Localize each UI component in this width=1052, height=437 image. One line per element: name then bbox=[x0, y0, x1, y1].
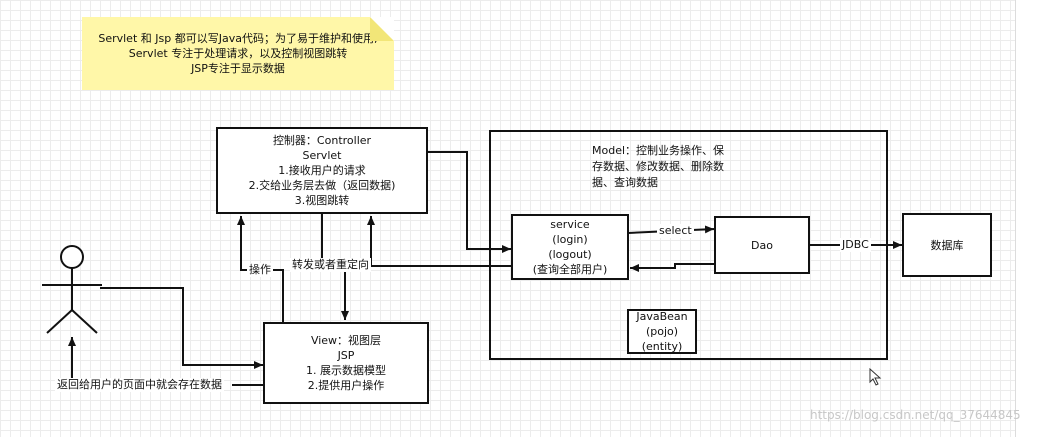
select-label: select bbox=[657, 224, 694, 238]
note-line-3: JSP专注于显示数据 bbox=[191, 62, 285, 75]
user-actor-icon bbox=[42, 245, 102, 334]
watermark: https://blog.csdn.net/qq_37644845 bbox=[810, 408, 1021, 422]
controller-line-1: 控制器：Controller bbox=[272, 134, 372, 147]
jdbc-label: JDBC bbox=[840, 238, 871, 252]
model-title-line-2: 存数据、修改数据、删除数 bbox=[592, 160, 724, 173]
controller-box: 控制器：Controller Servlet 1.接收用户的请求 2.交给业务层… bbox=[216, 127, 428, 214]
return-label: 返回给用户的页面中就会存在数据 bbox=[55, 378, 224, 392]
javabean-line-3: (entity) bbox=[641, 340, 683, 353]
model-title: Model：控制业务操作、保 存数据、修改数据、删除数 据、查询数据 bbox=[592, 143, 752, 191]
view-line-3: 1. 展示数据模型 bbox=[306, 364, 386, 377]
service-line-1: service bbox=[550, 218, 590, 231]
operate-label: 操作 bbox=[247, 263, 273, 277]
controller-line-5: 3.视图跳转 bbox=[294, 194, 350, 207]
edge-controller-service bbox=[428, 151, 511, 253]
model-title-line-3: 据、查询数据 bbox=[592, 176, 658, 189]
service-line-2: (login) bbox=[552, 233, 588, 246]
forward-label: 转发或者重定向 bbox=[290, 258, 371, 272]
database-box: 数据库 bbox=[902, 213, 992, 277]
javabean-line-2: (pojo) bbox=[645, 325, 679, 338]
view-line-1: View：视图层 bbox=[310, 334, 382, 347]
edge-service-controller bbox=[367, 216, 511, 267]
service-line-4: (查询全部用户) bbox=[532, 263, 608, 276]
note-line-2: Servlet 专注于处理请求，以及控制视图跳转 bbox=[128, 47, 348, 60]
edge-dao-service bbox=[630, 263, 714, 272]
dao-label: Dao bbox=[751, 238, 773, 252]
mouse-cursor-icon bbox=[869, 368, 882, 386]
database-label: 数据库 bbox=[930, 238, 964, 252]
scrollbar-area bbox=[1015, 0, 1052, 437]
model-title-line-1: Model：控制业务操作、保 bbox=[592, 144, 725, 157]
note-line-1: Servlet 和 Jsp 都可以写Java代码；为了易于维护和使用; bbox=[98, 32, 378, 45]
view-line-4: 2.提供用户操作 bbox=[307, 379, 385, 392]
service-box: service (login) (logout) (查询全部用户) bbox=[511, 214, 629, 280]
service-line-3: (logout) bbox=[548, 248, 592, 261]
controller-line-3: 1.接收用户的请求 bbox=[278, 164, 366, 177]
javabean-line-1: JavaBean bbox=[636, 310, 688, 323]
controller-line-4: 2.交给业务层去做（返回数据) bbox=[248, 179, 396, 192]
controller-line-2: Servlet bbox=[302, 149, 342, 162]
dao-box: Dao bbox=[714, 216, 810, 274]
view-box: View：视图层 JSP 1. 展示数据模型 2.提供用户操作 bbox=[263, 322, 429, 404]
sticky-note: Servlet 和 Jsp 都可以写Java代码；为了易于维护和使用; Serv… bbox=[82, 17, 394, 90]
edge-user-view bbox=[100, 287, 263, 369]
view-line-2: JSP bbox=[337, 349, 355, 362]
javabean-box: JavaBean (pojo) (entity) bbox=[627, 309, 697, 354]
